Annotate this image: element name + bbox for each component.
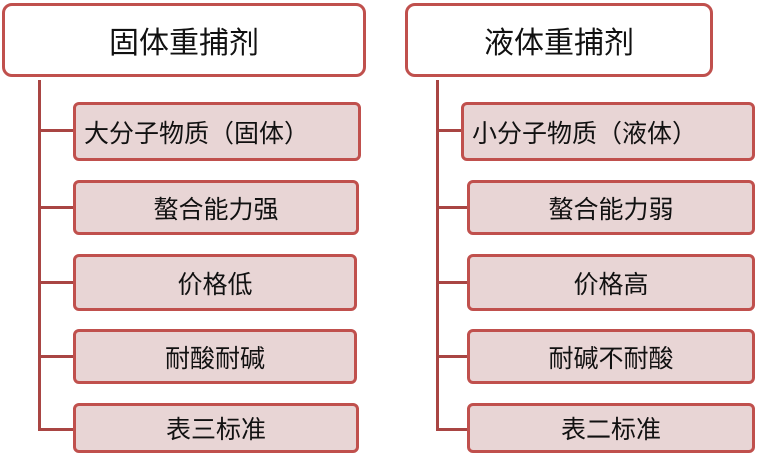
left-item: 表三标准 — [73, 403, 359, 453]
right-item: 表二标准 — [467, 403, 755, 453]
left-item: 价格低 — [73, 254, 357, 311]
left-item: 螯合能力强 — [73, 180, 359, 235]
right-connector — [436, 206, 470, 209]
left-item: 耐酸耐碱 — [73, 329, 357, 384]
right-connector — [436, 355, 470, 358]
right-connector-trunk — [436, 80, 439, 430]
right-item: 螯合能力弱 — [467, 180, 755, 235]
right-connector — [436, 281, 470, 284]
liquid-capture-agent-header: 液体重捕剂 — [405, 3, 713, 77]
left-connector-trunk — [38, 80, 41, 430]
right-item: 价格高 — [467, 254, 755, 311]
solid-capture-agent-header: 固体重捕剂 — [2, 3, 366, 77]
left-connector — [38, 281, 76, 284]
left-connector — [38, 428, 76, 431]
left-connector — [38, 206, 76, 209]
left-connector — [38, 355, 76, 358]
right-connector — [436, 428, 470, 431]
left-item: 大分子物质（固体） — [73, 102, 361, 161]
right-item: 耐碱不耐酸 — [467, 329, 755, 384]
left-connector — [38, 129, 76, 132]
right-item: 小分子物质（液体） — [461, 102, 755, 161]
right-connector — [436, 129, 464, 132]
